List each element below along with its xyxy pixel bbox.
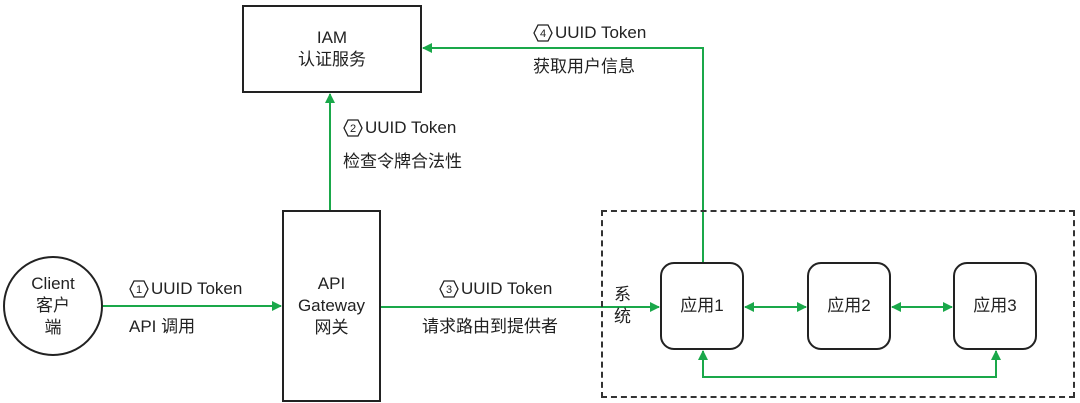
gateway-label-line-1: API	[317, 274, 346, 293]
step-4-hexagon-icon: 4	[533, 24, 553, 42]
edge-2-desc: 检查令牌合法性	[343, 152, 462, 171]
edge-2-label: 2 UUID Token 检查令牌合法性	[343, 117, 462, 173]
system-container	[601, 210, 1075, 398]
edge-2-token: UUID Token	[365, 118, 457, 137]
system-label: 系 统	[614, 284, 631, 328]
system-label-line-2: 统	[614, 307, 631, 326]
svg-text:3: 3	[446, 284, 452, 296]
client-label-line-2: 客户	[36, 296, 70, 315]
step-2-hexagon-icon: 2	[343, 119, 363, 137]
edge-3-label: 3 UUID Token 请求路由到提供者	[422, 278, 558, 338]
gateway-label-line-3: 网关	[314, 318, 349, 337]
svg-text:1: 1	[136, 284, 142, 296]
edge-4-desc: 获取用户信息	[533, 57, 635, 76]
app2-node[interactable]: 应用2	[807, 262, 891, 350]
app2-label: 应用2	[827, 296, 871, 315]
edge-app1-app3-loop	[698, 350, 1001, 378]
edge-1-label: 1 UUID Token API 调用	[129, 278, 242, 338]
iam-node[interactable]: IAM 认证服务	[242, 5, 422, 93]
client-node[interactable]: Client 客户 端	[3, 256, 103, 356]
svg-text:4: 4	[540, 28, 546, 40]
app3-node[interactable]: 应用3	[953, 262, 1037, 350]
client-label-line-3: 端	[44, 318, 62, 337]
edge-1-desc: API 调用	[129, 317, 196, 336]
edge-app1-to-iam	[422, 43, 704, 262]
svg-text:2: 2	[350, 123, 356, 135]
gateway-label-line-2: Gateway	[297, 296, 366, 315]
step-1-hexagon-icon: 1	[129, 280, 149, 298]
iam-label-line-2: 认证服务	[298, 50, 366, 69]
system-label-line-1: 系	[614, 285, 631, 304]
app1-node[interactable]: 应用1	[660, 262, 744, 350]
step-3-hexagon-icon: 3	[439, 280, 459, 298]
client-label-line-1: Client	[31, 274, 75, 293]
edge-3-desc: 请求路由到提供者	[422, 317, 558, 336]
app1-label: 应用1	[680, 296, 724, 315]
app3-label: 应用3	[973, 296, 1017, 315]
edge-1-token: UUID Token	[151, 279, 243, 298]
iam-label-line-1: IAM	[316, 28, 348, 47]
edge-4-label: 4 UUID Token 获取用户信息	[533, 22, 646, 78]
edge-4-token: UUID Token	[555, 23, 647, 42]
edge-3-token: UUID Token	[461, 279, 553, 298]
gateway-node[interactable]: API Gateway 网关	[282, 210, 381, 402]
